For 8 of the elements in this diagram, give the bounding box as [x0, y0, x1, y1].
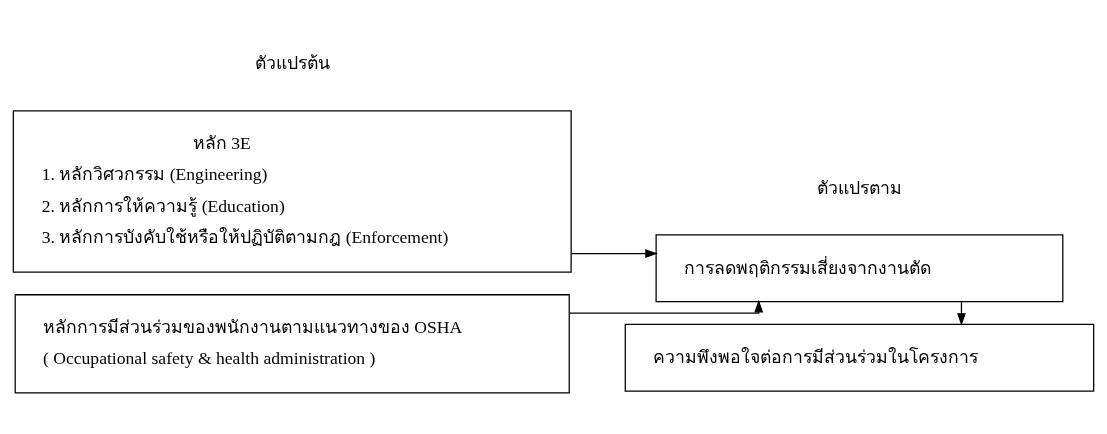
arrow	[568, 299, 764, 314]
node-box: หลักการมีส่วนร่วมของพนักงานตามแนวทางของ OSHA ( Occupational safety & health administration )	[14, 294, 570, 394]
node-box: หลัก 3E 1. หลักวิศวกรรม (Engineering) 2. หลักการให้ความรู้ (Education) 3. หลักการบังคับใช้หรือให้ปฏิบัติตามกฎ (Enforcement)	[12, 110, 572, 273]
label: ตัวแปรต้น	[254, 52, 330, 73]
label: ตัวแปรตาม	[816, 177, 902, 198]
node-box: การลดพฤติกรรมเสี่ยงจากงานตัด	[655, 234, 1064, 303]
node-box: ความพึงพอใจต่อการมีส่วนร่วมในโครงการ	[624, 323, 1095, 392]
arrow	[570, 249, 658, 258]
